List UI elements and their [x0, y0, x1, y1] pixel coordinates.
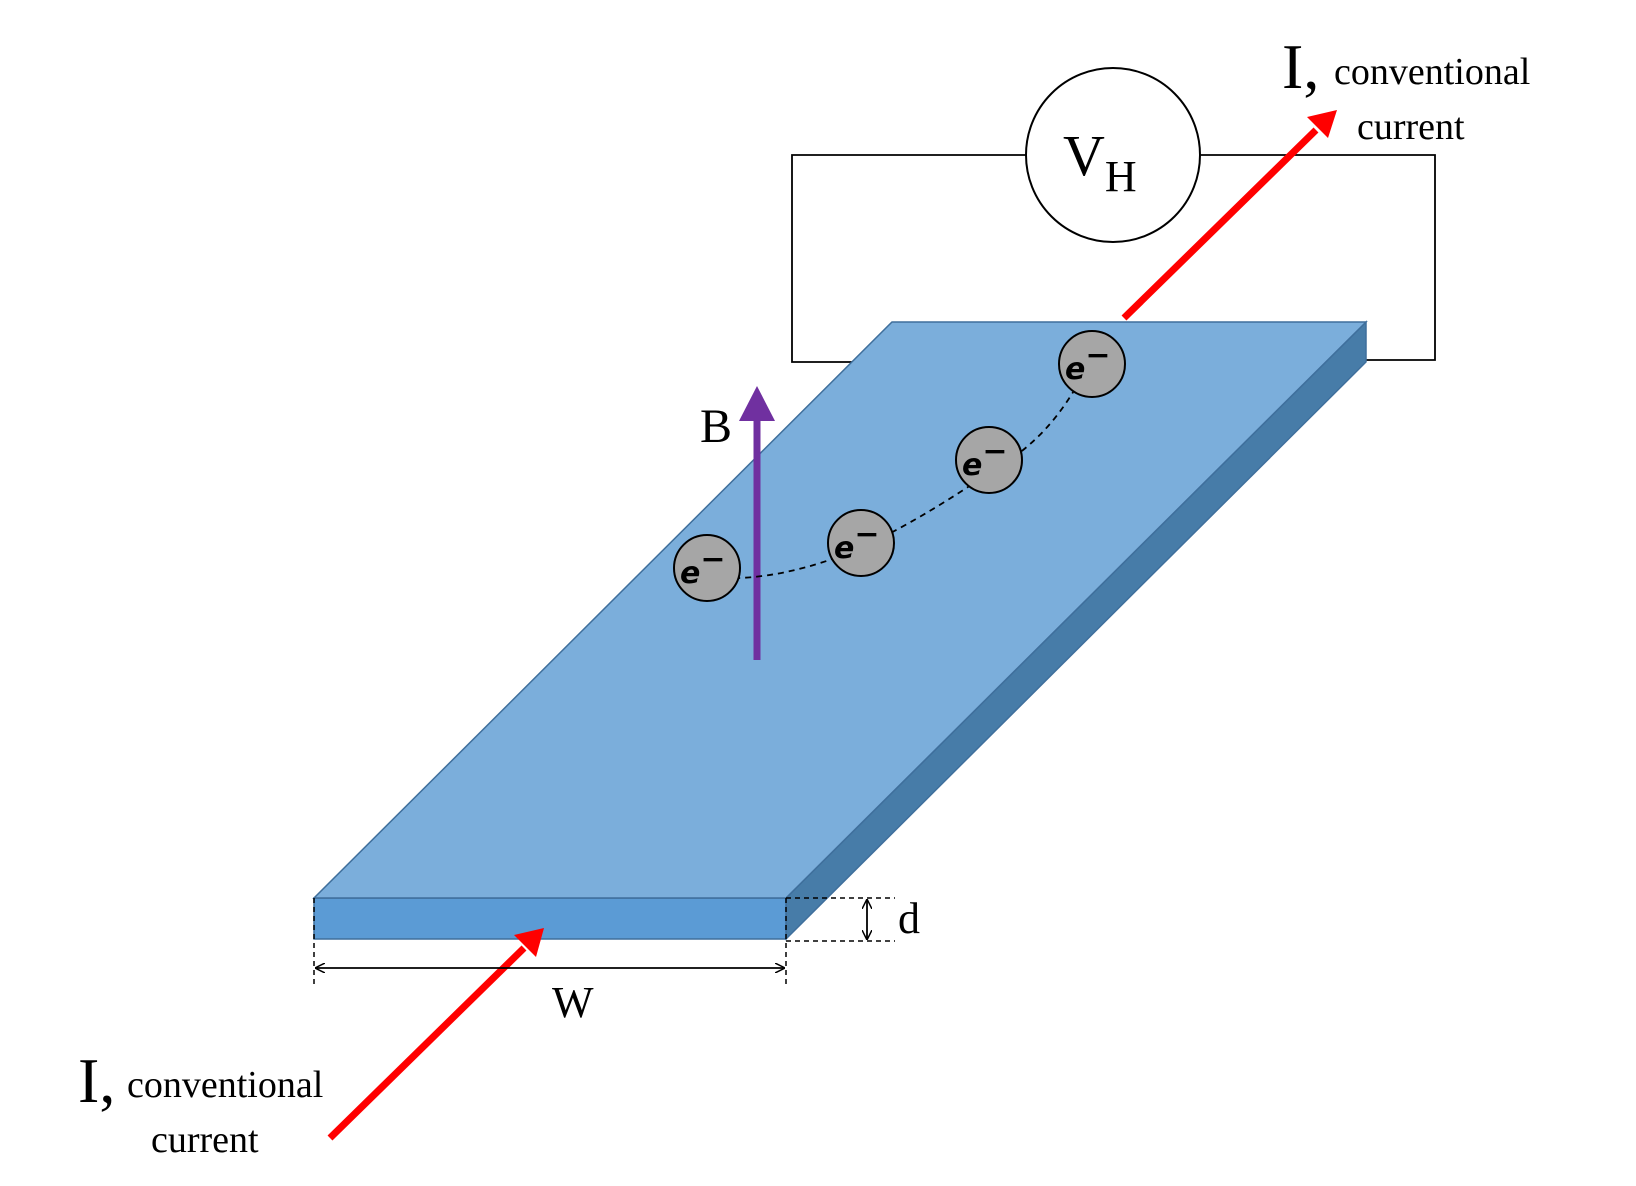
current-in-label: I, conventional current: [78, 1045, 323, 1161]
arrow-up-icon: [739, 386, 775, 421]
b-field-label: B: [700, 400, 732, 453]
voltmeter: VH: [1025, 67, 1201, 243]
thickness-label: d: [898, 894, 920, 943]
voltmeter-circle-icon: [1025, 67, 1201, 243]
electron-label: e−: [1065, 338, 1111, 387]
current-in: [327, 928, 544, 1141]
voltmeter-label-main: V: [1063, 123, 1105, 188]
current-out: [1121, 110, 1337, 321]
voltmeter-label: VH: [1063, 123, 1137, 201]
electron-label: e−: [834, 517, 880, 566]
current-in-text-line1: conventional: [127, 1064, 323, 1106]
electron-trajectory: [718, 368, 1087, 578]
electron-icon: [955, 426, 1023, 494]
wire-right: [1201, 154, 1436, 361]
electron-icon: [827, 509, 895, 577]
electron-icon: [1058, 330, 1126, 398]
width-label: W: [552, 978, 594, 1027]
electron: e−: [673, 534, 741, 602]
current-in-symbol: I,: [78, 1045, 115, 1116]
electron-group: e− e− e− e−: [673, 330, 1126, 602]
voltmeter-label-sub: H: [1105, 152, 1137, 201]
b-field: B: [700, 386, 775, 660]
electron: e−: [955, 426, 1023, 494]
arrow-icon: [1307, 110, 1337, 138]
conductor-slab: [312, 320, 1368, 941]
wire-left: [791, 154, 1027, 363]
electron: e−: [1058, 330, 1126, 398]
electron: e−: [827, 509, 895, 577]
voltmeter-circuit: [791, 154, 1436, 363]
arrow-icon: [514, 928, 544, 957]
electron-label: e−: [962, 434, 1008, 483]
current-in-text-line2: current: [151, 1119, 259, 1161]
width-dimension: W: [313, 898, 787, 1027]
electron-icon: [673, 534, 741, 602]
electron-label: e−: [680, 542, 726, 591]
slab-front-face: [313, 897, 787, 940]
thickness-dimension: d: [786, 894, 920, 943]
current-out-text-line2: current: [1357, 106, 1465, 148]
slab-top-face: [312, 321, 1368, 899]
current-out-text-line1: conventional: [1334, 51, 1530, 93]
current-out-arrow-shaft: [1121, 127, 1319, 321]
current-out-label: I, conventional current: [1282, 31, 1530, 148]
current-in-arrow-shaft: [327, 945, 527, 1141]
current-out-symbol: I,: [1282, 31, 1319, 102]
